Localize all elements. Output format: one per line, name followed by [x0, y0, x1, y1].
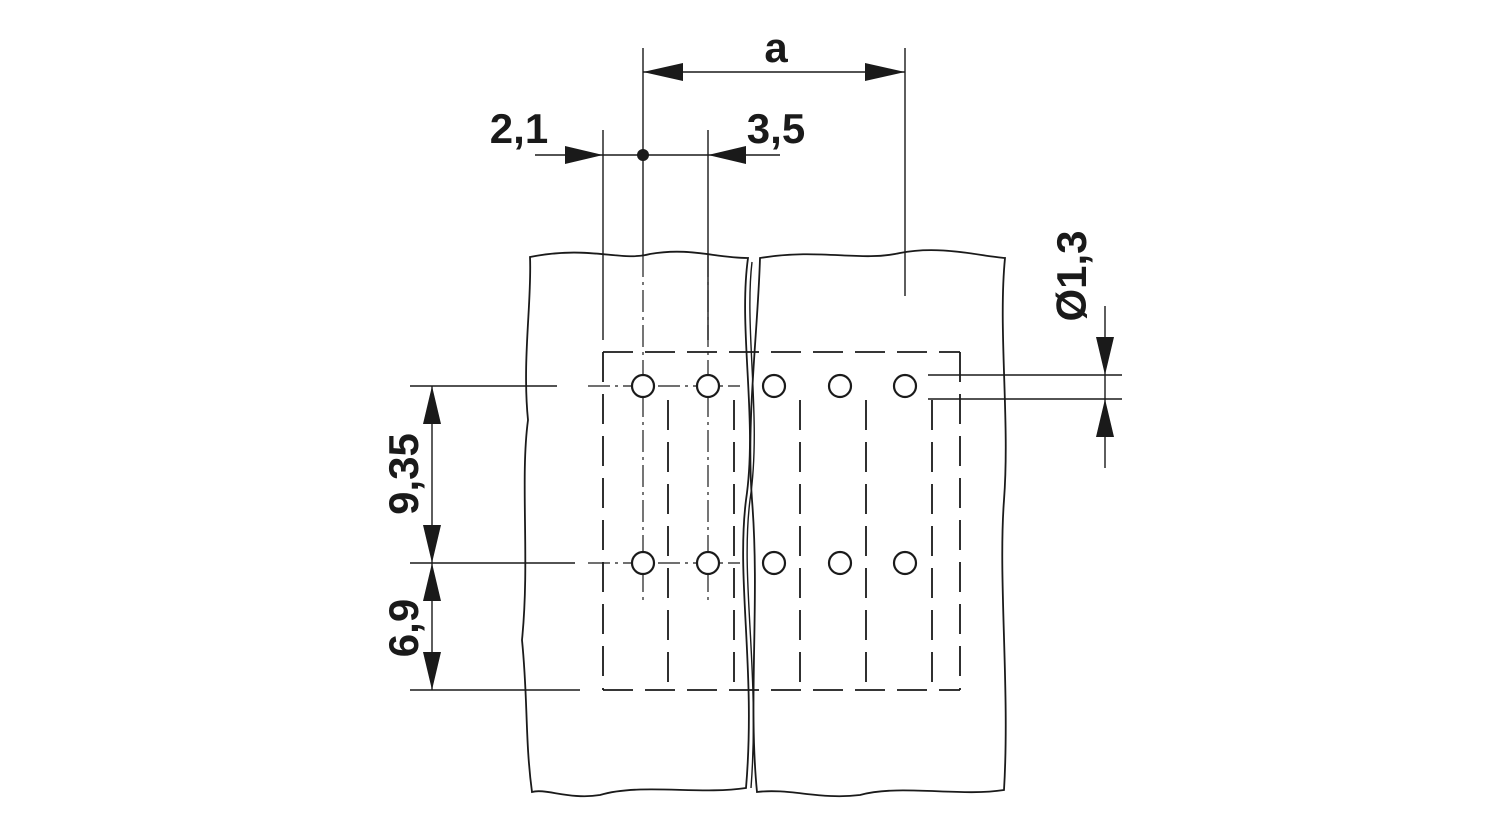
drill-hole [695, 373, 721, 399]
holes-row-bottom [630, 550, 918, 576]
right-board-outline [749, 249, 1007, 798]
drill-hole [827, 550, 853, 576]
dimension-row-spacing: 9,35 [380, 386, 441, 563]
dimension-pitch: a [643, 24, 905, 81]
drill-hole [761, 550, 787, 576]
dimension-row-spacing-label: 9,35 [380, 433, 427, 515]
drill-hole [695, 550, 721, 576]
dimension-right-offset-label: 3,5 [747, 105, 805, 152]
drill-hole [630, 550, 656, 576]
extension-lines [410, 48, 1122, 691]
drill-hole [827, 373, 853, 399]
holes-row-top [630, 373, 918, 399]
left-board-outline [521, 250, 751, 798]
dimension-offsets: 2,1 3,5 [490, 105, 805, 164]
drill-hole [892, 550, 918, 576]
component-footprint [602, 351, 961, 691]
dimension-bottom-offset: 6,9 [380, 563, 441, 690]
dimension-left-offset-label: 2,1 [490, 105, 548, 152]
dimension-hole-diameter-label: Ø1,3 [1048, 230, 1095, 321]
dimension-hole-diameter: Ø1,3 [1048, 230, 1114, 468]
drill-hole [630, 373, 656, 399]
drill-hole [892, 373, 918, 399]
dimension-bottom-offset-label: 6,9 [380, 599, 427, 657]
dimension-pitch-label: a [764, 24, 788, 71]
drill-hole [761, 373, 787, 399]
center-lines [588, 255, 740, 600]
